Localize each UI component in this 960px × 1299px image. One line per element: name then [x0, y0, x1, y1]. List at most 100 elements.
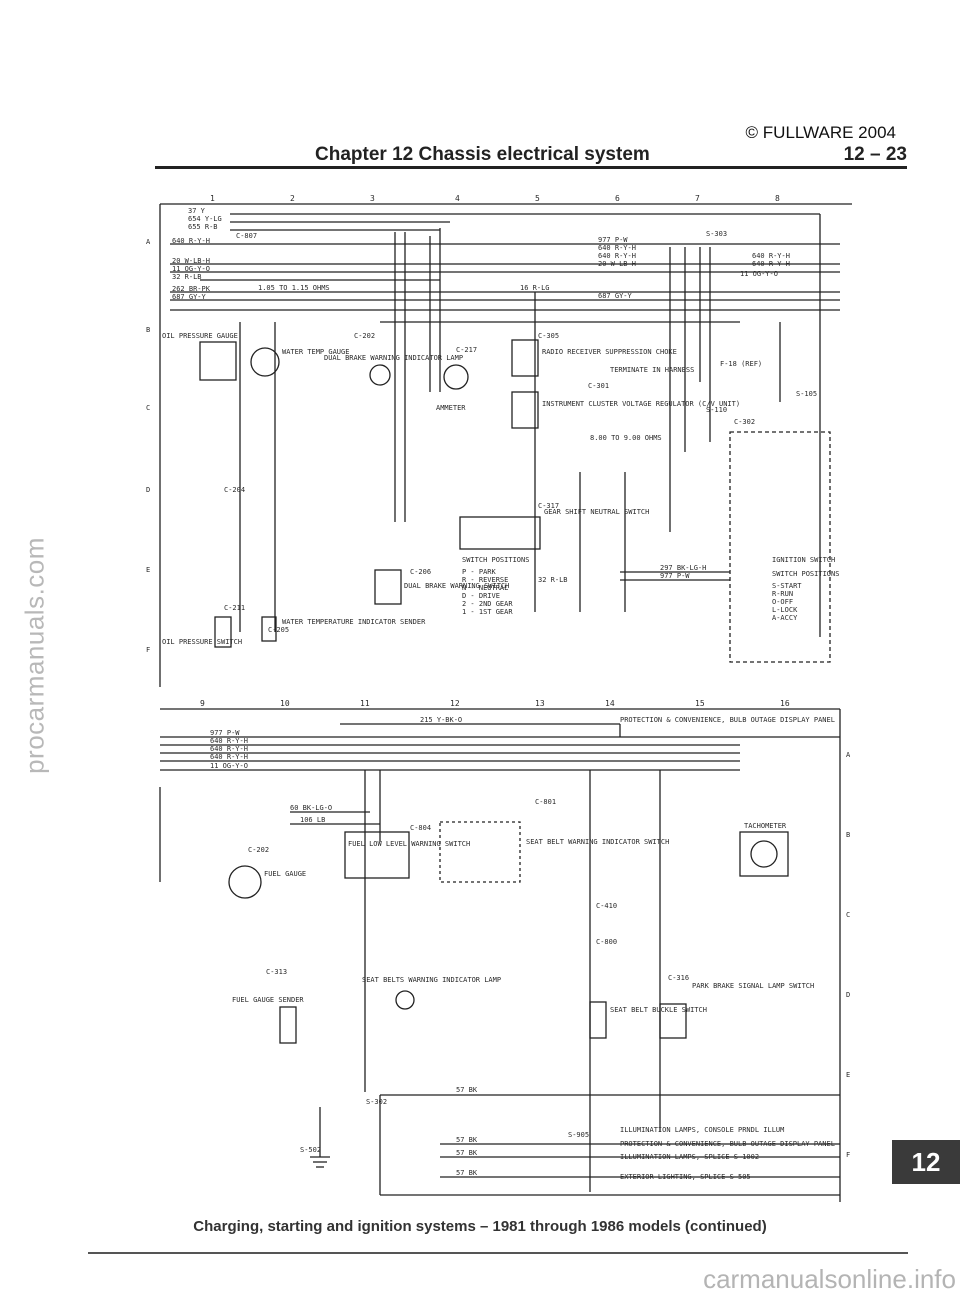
wire-label: 11 OG-Y-O: [740, 270, 778, 278]
connector-label: C-217: [456, 346, 477, 354]
splice-label: S-502: [300, 1146, 321, 1154]
component-label: FUEL GAUGE: [264, 870, 306, 878]
wire-label: 106 LB: [300, 816, 325, 824]
wire-label: 640 R-Y-H: [172, 237, 210, 245]
wiring-diagram: 1 2 3 4 5 6 7 8 9 10 11 12 13 14 15 16 A…: [146, 194, 852, 1202]
row-letter: A: [846, 751, 851, 759]
bottom-rule: [88, 1252, 908, 1254]
copyright-notice: © FULLWARE 2004: [745, 123, 896, 142]
wire-label: 687 GY-Y: [598, 292, 633, 300]
row-letter: E: [146, 566, 150, 574]
header-rule: [155, 166, 907, 169]
bottom-watermark: carmanualsonline.info: [703, 1264, 956, 1294]
ignition-position: A-ACCY: [772, 614, 798, 622]
destination-label: PROTECTION & CONVENIENCE, BULB OUTAGE DI…: [620, 716, 835, 724]
row-letter: C: [146, 404, 150, 412]
wire-label: 655 R-B: [188, 223, 218, 231]
grid-number: 7: [695, 194, 700, 203]
wire-label: 60 BK-LG-O: [290, 804, 332, 812]
switch-position: N - NEUTRAL: [462, 584, 508, 592]
connector-label: C-313: [266, 968, 287, 976]
connector-label: C-206: [410, 568, 431, 576]
splice-label: S-105: [796, 390, 817, 398]
switch-position: 2 - 2ND GEAR: [462, 600, 513, 608]
component-label: SEAT BELT WARNING INDICATOR SWITCH: [526, 838, 669, 846]
grid-number: 15: [695, 699, 705, 708]
row-letter: B: [846, 831, 850, 839]
grid-number: 13: [535, 699, 545, 708]
wire-label: 640 R-Y-H: [210, 745, 248, 753]
connector-label: C-410: [596, 902, 617, 910]
connector-label: C-316: [668, 974, 689, 982]
wire-label: 640 R-Y-H: [752, 260, 790, 268]
connector-label: C-800: [596, 938, 617, 946]
component-label: INSTRUMENT CLUSTER VOLTAGE REGULATOR (C/…: [542, 400, 740, 408]
ignition-positions-title: SWITCH POSITIONS: [772, 570, 839, 578]
component-label: WATER TEMP GAUGE: [282, 348, 349, 356]
switch-positions-title: SWITCH POSITIONS: [462, 556, 529, 564]
row-letter: F: [146, 646, 150, 654]
row-letter: C: [846, 911, 850, 919]
figure-caption: Charging, starting and ignition systems …: [193, 1218, 767, 1235]
wire-label: 32 R-LB: [172, 273, 202, 281]
component-label: GEAR SHIFT NEUTRAL SWITCH: [544, 508, 649, 516]
component-label: AMMETER: [436, 404, 466, 412]
connector-label: C-801: [535, 798, 556, 806]
grid-number: 8: [775, 194, 780, 203]
switch-position: 1 - 1ST GEAR: [462, 608, 513, 616]
ignition-position: S-START: [772, 582, 802, 590]
component-label: FUEL GAUGE SENDER: [232, 996, 304, 1004]
resistor-label: 1.05 TO 1.15 OHMS: [258, 284, 330, 292]
grid-number: 14: [605, 699, 615, 708]
grid-number: 16: [780, 699, 790, 708]
wire-label: 654 Y-LG: [188, 215, 222, 223]
grid-number: 3: [370, 194, 375, 203]
page-number: 12 – 23: [843, 144, 907, 165]
component-label: PARK BRAKE SIGNAL LAMP SWITCH: [692, 982, 814, 990]
ignition-position: O-OFF: [772, 598, 793, 606]
row-letter: E: [846, 1071, 850, 1079]
connector-label: C-302: [734, 418, 755, 426]
grid-number: 5: [535, 194, 540, 203]
chapter-tab: 12: [892, 1140, 960, 1184]
wire-label: 11 OG-Y-O: [172, 265, 210, 273]
switch-position: P - PARK: [462, 568, 497, 576]
switch-position: R - REVERSE: [462, 576, 508, 584]
wire-label: 215 Y-BK-O: [420, 716, 462, 724]
component-label: WATER TEMPERATURE INDICATOR SENDER: [282, 618, 426, 626]
wire-label: 32 R-LB: [538, 576, 568, 584]
wire-label: 640 R-Y-H: [598, 244, 636, 252]
wire-label: 20 W-LB-H: [598, 260, 636, 268]
component-label: TERMINATE IN HARNESS: [610, 366, 694, 374]
grid-number: 2: [290, 194, 295, 203]
splice-label: S-110: [706, 406, 727, 414]
ignition-position: L-LOCK: [772, 606, 798, 614]
row-letter: F: [846, 1151, 850, 1159]
page-header: Chapter 12 Chassis electrical system 12 …: [155, 144, 907, 168]
wire-label: 977 P-W: [660, 572, 690, 580]
grid-number: 12: [450, 699, 460, 708]
grid-number: 4: [455, 194, 460, 203]
wire-label: 20 W-LB-H: [172, 257, 210, 265]
row-letter: D: [846, 991, 850, 999]
wire-label: 297 BK-LG-H: [660, 564, 706, 572]
row-letter: A: [146, 238, 151, 246]
grid-number: 1: [210, 194, 215, 203]
connector-label: C-202: [248, 846, 269, 854]
component-label: SEAT BELT BUCKLE SWITCH: [610, 1006, 707, 1014]
component-label: DUAL BRAKE WARNING SWITCH: [404, 582, 509, 590]
component-label: FUEL LOW LEVEL WARNING SWITCH: [348, 840, 470, 848]
wire-label: 11 OG-Y-O: [210, 762, 248, 770]
wire-label: 16 R-LG: [520, 284, 550, 292]
splice-label: S-302: [366, 1098, 387, 1106]
wire-label: 57 BK: [456, 1169, 478, 1177]
component-label: TACHOMETER: [744, 822, 787, 830]
wire-label: 57 BK: [456, 1149, 478, 1157]
connector-label: C-202: [354, 332, 375, 340]
row-letter: B: [146, 326, 150, 334]
wire-label: 977 P-W: [210, 729, 240, 737]
grid-number: 9: [200, 699, 205, 708]
wire-label: 57 BK: [456, 1136, 478, 1144]
connector-label: C-301: [588, 382, 609, 390]
wire-label: 640 R-Y-H: [210, 737, 248, 745]
